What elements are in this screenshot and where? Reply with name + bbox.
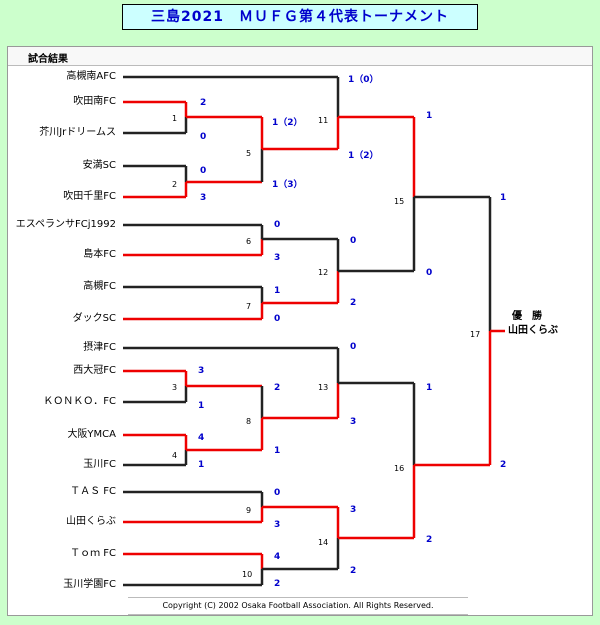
score: 2 (274, 579, 281, 589)
score: 1 (500, 193, 507, 203)
match-number: 3 (172, 383, 178, 392)
team-name: 吹田南FC (73, 96, 116, 107)
match-number: 1 (172, 114, 178, 123)
score: 1 (198, 460, 205, 470)
score: 1 (198, 401, 205, 411)
score: 1（2） (272, 118, 303, 128)
team-name: 摂津FC (83, 342, 116, 353)
score: 4 (198, 433, 205, 443)
team-name: 高槻FC (83, 281, 116, 292)
champion-block: 優勝 山田くらぶ (508, 310, 558, 338)
score: 3 (274, 253, 281, 263)
score: 1 (274, 446, 281, 456)
score: 2 (274, 383, 281, 393)
champion-team: 山田くらぶ (508, 325, 558, 336)
match-number: 5 (246, 149, 252, 158)
match-number: 9 (246, 506, 252, 515)
score: 3 (198, 366, 205, 376)
match-number: 13 (318, 383, 329, 392)
match-number: 2 (172, 180, 178, 189)
team-name: 西大冠FC (73, 365, 116, 376)
score: 2 (500, 460, 507, 470)
match-number: 8 (246, 417, 252, 426)
score: 2 (200, 98, 207, 108)
score: 1 (426, 383, 433, 393)
score: 4 (274, 552, 281, 562)
score: 2 (350, 298, 357, 308)
page-title: 三島2021 ＭＵＦＧ第４代表トーナメント (122, 4, 478, 30)
team-name: エスペランサFCj1992 (15, 219, 116, 230)
match-number: 6 (246, 237, 252, 246)
score: 1（2） (348, 151, 379, 161)
score: 0 (350, 236, 357, 246)
score: 0 (274, 488, 281, 498)
champion-label: 優勝 (512, 311, 552, 322)
score: 0 (200, 132, 207, 142)
match-number: 17 (470, 330, 481, 339)
team-name: 芥川Jrドリームス (39, 127, 116, 138)
score: 0 (274, 220, 281, 230)
match-number: 12 (318, 268, 329, 277)
score: 3 (274, 520, 281, 530)
team-name: 玉川学園FC (63, 579, 116, 590)
team-name: 高槻南AFC (66, 71, 116, 82)
match-number: 11 (318, 116, 329, 125)
score: 0 (350, 342, 357, 352)
team-name: 安満SC (82, 160, 116, 171)
match-number: 4 (172, 451, 178, 460)
team-name: 大阪YMCA (67, 429, 116, 440)
score: 1（3） (272, 180, 303, 190)
score: 1 (426, 111, 433, 121)
copyright-footer: Copyright (C) 2002 Osaka Football Associ… (128, 597, 468, 615)
team-name: ＫＯＮＫＯ．FC (43, 396, 116, 407)
match-number: 14 (318, 538, 329, 547)
team-name: 島本FC (83, 249, 116, 260)
score: 1 (274, 286, 281, 296)
score: 1（0） (348, 75, 379, 85)
section-label: 試合結果 (28, 54, 68, 65)
team-name: 玉川FC (83, 459, 116, 470)
score: 2 (350, 566, 357, 576)
match-number: 10 (242, 570, 253, 579)
team-name: ダックSC (72, 313, 116, 324)
team-name: Ｔｏｍ FC (70, 548, 116, 559)
score: 3 (350, 417, 357, 427)
match-number: 7 (246, 302, 252, 311)
score: 2 (426, 535, 433, 545)
score: 0 (274, 314, 281, 324)
score: 0 (200, 166, 207, 176)
team-name: 山田くらぶ (66, 516, 116, 527)
match-number: 16 (394, 464, 405, 473)
score: 3 (350, 505, 357, 515)
team-name: ＴＡＳ FC (70, 486, 116, 497)
score: 0 (426, 268, 433, 278)
match-number: 15 (394, 197, 405, 206)
team-name: 吹田千里FC (63, 191, 116, 202)
panel-header: 試合結果 (8, 47, 592, 66)
score: 3 (200, 193, 207, 203)
